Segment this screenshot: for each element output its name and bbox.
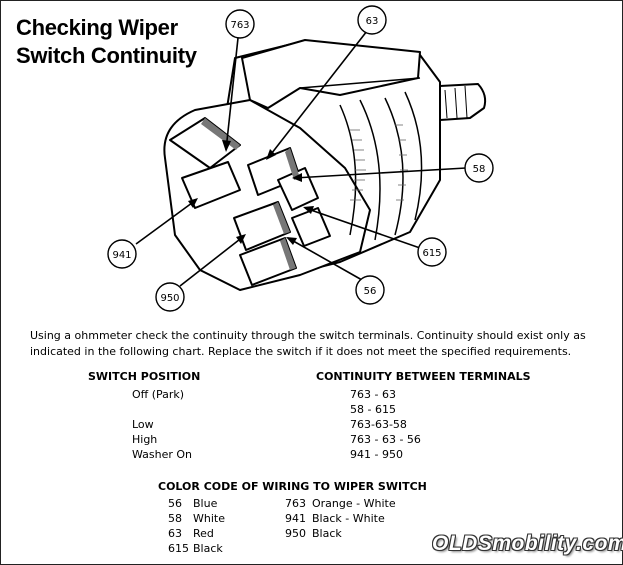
callout-950 — [155, 282, 185, 312]
color-name-63: Red — [193, 527, 214, 540]
wiper-switch-diagram: 763 63 58 615 56 950 941 — [107, 5, 494, 312]
instructions-paragraph: Using a ohmmeter check the continuity th… — [30, 329, 586, 358]
callout-941 — [107, 239, 137, 269]
color-name-941: Black - White — [312, 512, 385, 525]
terminals-high: 763 - 63 - 56 — [350, 433, 421, 446]
title-line-1: Checking Wiper — [16, 15, 178, 40]
position-washer-on: Washer On — [132, 448, 193, 461]
position-low: Low — [132, 418, 154, 431]
terminals-off-park-1: 763 - 63 — [350, 388, 396, 401]
callout-label-63: 63 — [366, 16, 379, 27]
color-num-941: 941 — [285, 512, 306, 525]
continuity-header: CONTINUITY BETWEEN TERMINALS — [316, 370, 531, 383]
color-num-58: 58 — [168, 512, 182, 525]
color-name-615: Black — [193, 542, 223, 555]
callout-63 — [357, 5, 387, 35]
color-num-615: 615 — [168, 542, 189, 555]
position-off-park: Off (Park) — [132, 388, 185, 401]
callout-label-58: 58 — [473, 164, 486, 175]
color-code-header: COLOR CODE OF WIRING TO WIPER SWITCH — [158, 480, 427, 493]
color-name-56: Blue — [193, 497, 218, 510]
callout-label-56: 56 — [364, 286, 377, 297]
callout-label-615: 615 — [422, 248, 441, 259]
page-title: Checking Wiper Switch Continuity — [16, 14, 197, 70]
color-num-63: 63 — [168, 527, 182, 540]
callout-label-950: 950 — [160, 293, 179, 304]
color-num-950: 950 — [285, 527, 306, 540]
color-num-56: 56 — [168, 497, 182, 510]
callout-label-941: 941 — [112, 250, 131, 261]
position-high: High — [132, 433, 158, 446]
callout-763 — [225, 9, 255, 39]
color-name-58: White — [193, 512, 225, 525]
terminals-washer-on: 941 - 950 — [350, 448, 403, 461]
callout-56 — [355, 275, 385, 305]
callout-58 — [464, 153, 494, 183]
title-line-2: Switch Continuity — [16, 43, 197, 68]
color-name-950: Black — [312, 527, 342, 540]
switch-position-header: SWITCH POSITION — [88, 370, 201, 383]
callout-label-763: 763 — [230, 20, 249, 31]
terminals-off-park-2: 58 - 615 — [350, 403, 396, 416]
callout-615 — [417, 237, 447, 267]
terminal-blade-941 — [181, 161, 241, 209]
color-name-763: Orange - White — [312, 497, 396, 510]
site-watermark: OLDSmobility.com — [432, 532, 623, 555]
terminals-low: 763-63-58 — [350, 418, 407, 431]
color-num-763: 763 — [285, 497, 306, 510]
